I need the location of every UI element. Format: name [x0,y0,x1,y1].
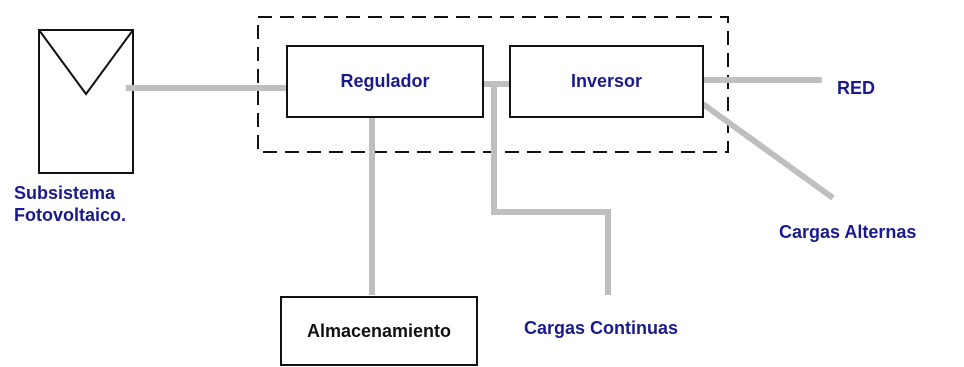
subsistema-label-line1: Subsistema [14,183,116,203]
inversor-box [509,45,704,118]
almacenamiento-box [280,296,478,366]
red-label: RED [837,78,876,98]
regulador-box [286,45,484,118]
solar-panel-icon [38,29,134,174]
cargas-continuas-label: Cargas Continuas [524,318,679,338]
subsistema-label-line2: Fotovoltaico. [14,205,126,225]
connector-cargas-continuas [491,84,611,295]
connector-inversor-cargas-alternas [701,101,835,201]
regulador-label: Regulador [340,71,430,91]
almacenamiento-label: Almacenamiento [306,320,452,341]
inversor-label: Inversor [570,71,643,91]
cargas-alternas-label: Cargas Alternas [779,222,917,242]
